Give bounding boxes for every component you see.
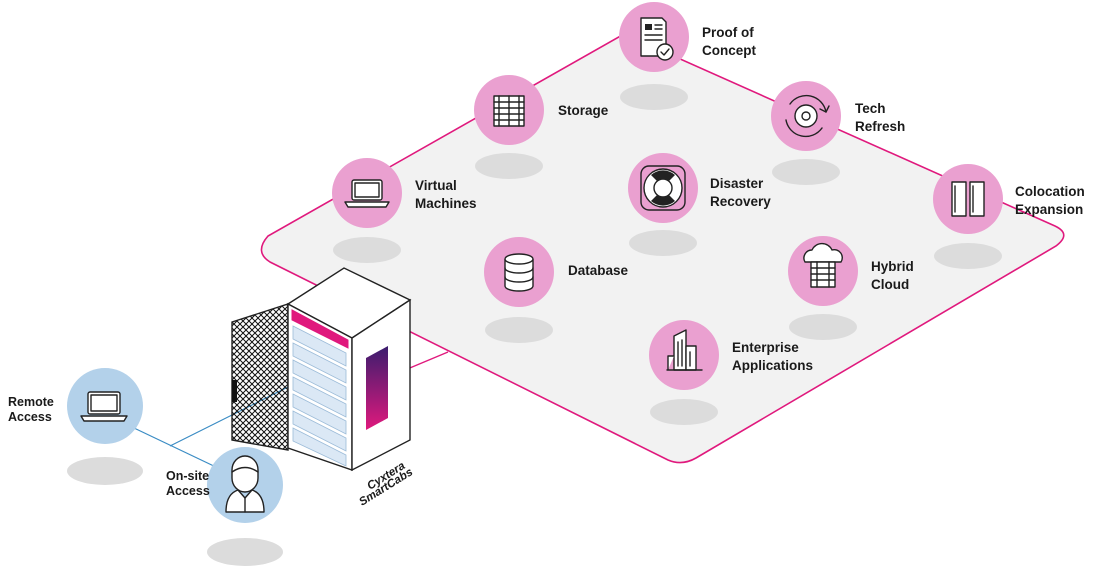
label-onsite-line1: On-site [166,469,209,483]
node-storage[interactable]: Storage [474,75,609,145]
node-database[interactable]: Database [484,237,629,307]
gear-refresh-icon [785,94,830,138]
label-tech-line2: Refresh [855,119,905,134]
document-check-icon [640,17,674,61]
label-vm-line1: Virtual [415,178,457,193]
label-remote-line1: Remote [8,395,54,409]
label-ent-line2: Applications [732,358,813,373]
label-hybrid-line2: Cloud [871,277,909,292]
label-colo-line2: Expansion [1015,202,1083,217]
cabinet-icon [951,181,985,217]
buildings-icon [666,329,703,371]
node-colocation-expansion[interactable]: Colocation Expansion [933,164,1085,234]
node-onsite-access[interactable]: On-site Access [166,447,283,523]
label-hybrid-line1: Hybrid [871,259,914,274]
database-icon [504,253,534,292]
cabinet-brand-stripe [366,346,388,430]
cabinet-mesh-door [231,303,289,451]
label-dr-line1: Disaster [710,176,764,191]
label-remote-line2: Access [8,410,52,424]
node-disaster-recovery[interactable]: Disaster Recovery [628,153,771,223]
label-proof-line2: Concept [702,43,757,58]
node-hybrid-cloud[interactable]: Hybrid Cloud [788,236,914,306]
node-proof-of-concept[interactable]: Proof of Concept [619,2,757,72]
label-database: Database [568,263,629,278]
lifebuoy-icon [640,165,686,211]
node-shadows [67,84,1002,566]
cabinet-connector [404,351,449,371]
laptop-icon [344,179,390,208]
label-colo-line1: Colocation [1015,184,1085,199]
label-storage: Storage [558,103,609,118]
node-tech-refresh[interactable]: Tech Refresh [771,81,905,151]
label-ent-line1: Enterprise [732,340,799,355]
cloud-server-icon [803,242,843,288]
node-remote-access[interactable]: Remote Access [8,368,143,444]
node-virtual-machines[interactable]: Virtual Machines [332,158,477,228]
storage-rack-icon [493,95,525,127]
label-proof-line1: Proof of [702,25,754,40]
rack-units [292,325,347,467]
person-icon [225,455,265,513]
label-dr-line2: Recovery [710,194,771,209]
laptop-icon [80,391,128,422]
smartcab-cabinet: Cyxtera SmartCabs [231,267,415,509]
label-tech-line1: Tech [855,101,886,116]
door-handle [232,380,237,402]
cabinet-top-panel [291,309,349,349]
label-vm-line2: Machines [415,196,477,211]
label-onsite-line2: Access [166,484,210,498]
node-enterprise-applications[interactable]: Enterprise Applications [649,320,813,390]
